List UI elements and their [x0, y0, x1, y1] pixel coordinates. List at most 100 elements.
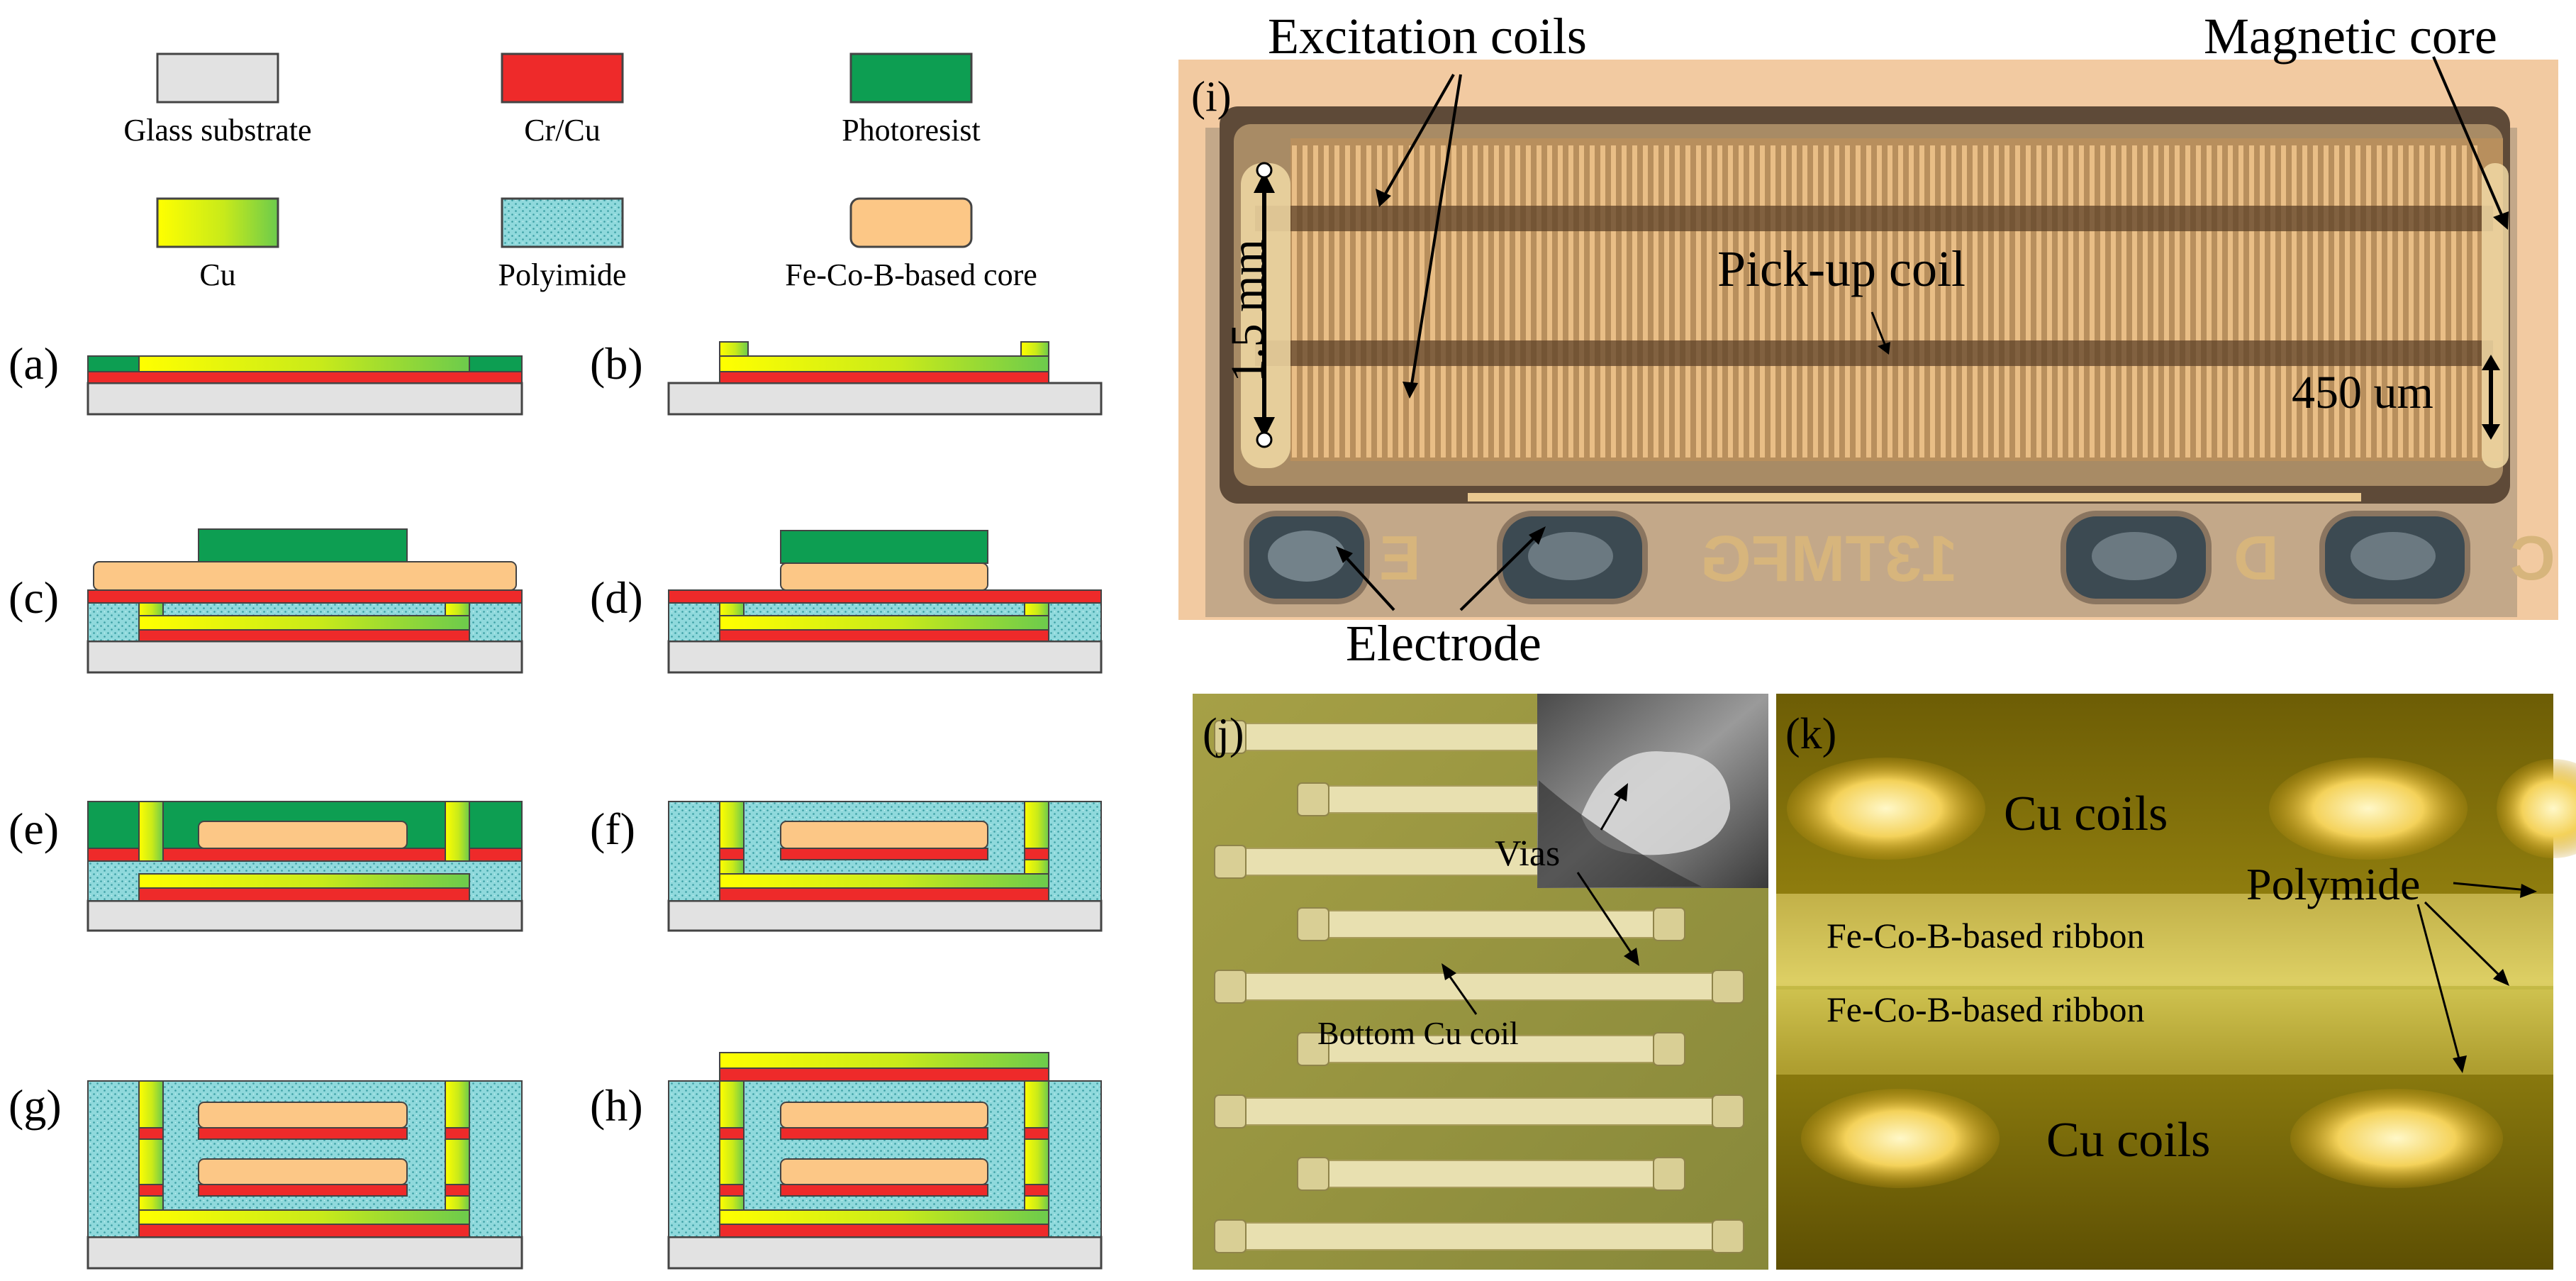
- coil-turn: [1313, 145, 1318, 458]
- coil-turn: [2185, 145, 2190, 458]
- coil-turn: [1483, 145, 1488, 458]
- coil-turn: [1973, 145, 1978, 458]
- ribbon-2-label: Fe-Co-B-based ribbon: [1827, 989, 2145, 1029]
- coil-trace: [1298, 1160, 1668, 1188]
- coil-turn: [2366, 145, 2371, 458]
- coil-turn: [1568, 145, 1573, 458]
- step-a-diagram: [87, 355, 523, 416]
- coil-turn: [1324, 145, 1329, 458]
- coil-turn: [1430, 145, 1435, 458]
- coil-turn: [2079, 145, 2084, 458]
- coil-turn: [1962, 145, 1967, 458]
- coil-turn: [2143, 145, 2148, 458]
- coil-turn: [1600, 145, 1605, 458]
- step-f-diagram: [667, 801, 1103, 932]
- cu-coils-bottom-label: Cu coils: [2046, 1113, 2211, 1168]
- coil-turn: [2302, 145, 2307, 458]
- cu-coils-top-label: Cu coils: [2004, 787, 2168, 841]
- electrode-label: Electrode: [1346, 615, 1541, 672]
- coil-turn: [1717, 145, 1722, 458]
- vias-label: Vias: [1495, 833, 1561, 874]
- coil-turn: [1994, 145, 1999, 458]
- coil-turn: [2047, 145, 2052, 458]
- coil-turn: [1547, 145, 1552, 458]
- coil-turn: [1420, 145, 1424, 458]
- coil-turn: [1941, 145, 1946, 458]
- coil-turn: [1505, 145, 1510, 458]
- legend-photoresist-swatch: [849, 52, 973, 104]
- via-pad: [1214, 1219, 1247, 1253]
- coil-turn: [1590, 145, 1595, 458]
- coil-turn: [2153, 145, 2158, 458]
- coil-turn: [1292, 145, 1297, 458]
- legend-crcu-swatch: [501, 52, 624, 104]
- via-pad: [1297, 782, 1329, 816]
- coil-turn: [2164, 145, 2169, 458]
- coil-turn: [2228, 145, 2233, 458]
- legend-glass-label: Glass substrate: [123, 113, 312, 148]
- coil-turn: [1611, 145, 1616, 458]
- coil-turn: [2058, 145, 2063, 458]
- coil-turn: [2121, 145, 2126, 458]
- coil-turn: [2270, 145, 2275, 458]
- coil-turn: [2036, 145, 2041, 458]
- via-pad: [1653, 1032, 1685, 1066]
- coil-turn: [1877, 145, 1882, 458]
- coil-turn: [1685, 145, 1690, 458]
- coil-turn: [2100, 145, 2105, 458]
- coil-turn: [2313, 145, 2318, 458]
- coil-turn: [1515, 145, 1520, 458]
- step-h-diagram: [667, 1052, 1103, 1270]
- coil-turn: [1398, 145, 1403, 458]
- coil-turn: [1622, 145, 1627, 458]
- coil-turn: [1632, 145, 1637, 458]
- coil-turn: [1558, 145, 1563, 458]
- coil-trace: [1215, 1097, 1727, 1126]
- pad-c-marking: C: [2510, 523, 2555, 593]
- coil-turn: [1707, 145, 1712, 458]
- via-pad: [1712, 1094, 1744, 1128]
- coil-turn: [1696, 145, 1701, 458]
- via-pad: [1712, 970, 1744, 1004]
- width-dimension-label: 1.5 mm: [1222, 239, 1273, 382]
- coil-turn: [1888, 145, 1892, 458]
- coil-turn: [1951, 145, 1956, 458]
- via-pad: [1712, 1219, 1744, 1253]
- coil-turn: [2175, 145, 2180, 458]
- coil-turn: [2292, 145, 2297, 458]
- bottom-cu-coil-label: Bottom Cu coil: [1317, 1015, 1519, 1051]
- step-h-label: (h): [590, 1080, 643, 1131]
- coil-trace: [1215, 972, 1727, 1001]
- via-pad: [1214, 720, 1247, 754]
- via-pad: [1297, 1157, 1329, 1191]
- coil-turn: [1462, 145, 1467, 458]
- via-pad: [1214, 1094, 1247, 1128]
- coil-turn: [1909, 145, 1914, 458]
- coil-turn: [1845, 145, 1850, 458]
- coil-turn: [1303, 145, 1307, 458]
- via-pad: [1297, 1032, 1329, 1066]
- legend-cu-swatch: [156, 197, 279, 248]
- ribbon-1-label: Fe-Co-B-based ribbon: [1827, 916, 2145, 955]
- coil-turn: [2068, 145, 2073, 458]
- coil-turn: [2345, 145, 2350, 458]
- coil-turn: [1866, 145, 1871, 458]
- coil-turn: [2409, 145, 2414, 458]
- coil-turn: [2387, 145, 2392, 458]
- photo-k-label: (k): [1785, 710, 1837, 758]
- coil-turn: [2451, 145, 2456, 458]
- coil-turn: [1919, 145, 1924, 458]
- step-b-label: (b): [590, 338, 643, 389]
- height-dimension-label: 450 um: [2292, 367, 2433, 418]
- step-g-label: (g): [9, 1080, 62, 1131]
- polymide-label: Polymide: [2246, 859, 2421, 909]
- coil-trace: [1215, 1222, 1727, 1250]
- photo-i-micrograph: [1178, 56, 2558, 620]
- coil-turn: [2111, 145, 2116, 458]
- coil-turn: [2207, 145, 2212, 458]
- excitation-coils-label: Excitation coils: [1268, 8, 1587, 65]
- coil-turn: [1366, 145, 1371, 458]
- coil-turn: [2419, 145, 2424, 458]
- step-f-label: (f): [590, 804, 635, 854]
